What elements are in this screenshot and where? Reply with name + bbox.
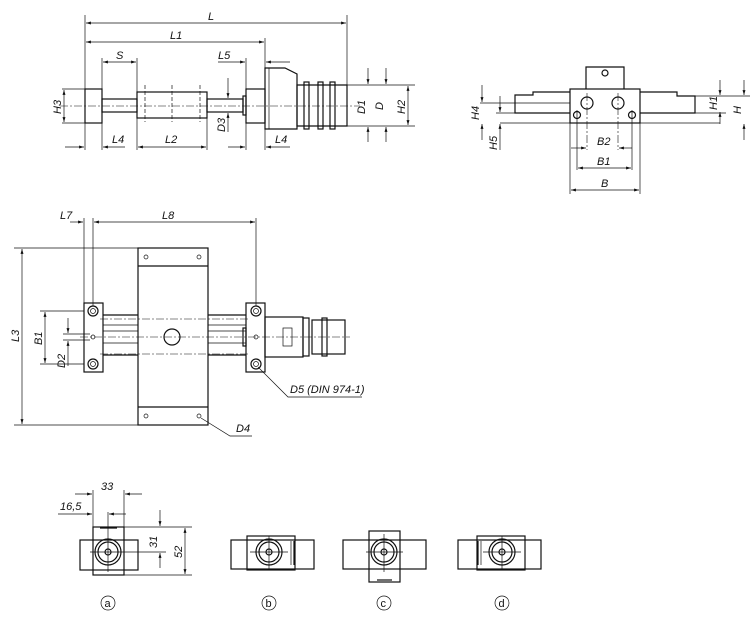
side-view: L L1 S L5 H3 D3 L4 L2 L4 D1 D H2 (52, 11, 415, 150)
dim-52: 52 (173, 546, 185, 558)
top-view: L7 L8 L3 B1 D2 D5 (DIN 974-1) D4 (10, 210, 365, 437)
variant-label-d: d (499, 598, 505, 610)
dim-D3: D3 (216, 117, 228, 132)
dim-D2: D2 (56, 354, 68, 368)
variant-label-a: a (105, 598, 112, 610)
dim-L5: L5 (218, 50, 231, 62)
dim-S: S (116, 50, 124, 62)
dim-B1-top: B1 (33, 332, 45, 345)
dim-33: 33 (101, 481, 114, 493)
dim-D5: D5 (DIN 974-1) (290, 384, 365, 396)
dim-B: B (601, 178, 608, 190)
dim-31: 31 (148, 536, 160, 548)
dim-16-5: 16,5 (60, 501, 82, 513)
dim-H5: H5 (488, 135, 500, 150)
dim-L: L (208, 11, 214, 23)
dim-H3: H3 (52, 99, 64, 114)
dim-L3: L3 (10, 329, 22, 342)
dim-H2: H2 (396, 100, 408, 114)
dim-H1: H1 (708, 96, 720, 110)
dim-L1: L1 (170, 30, 182, 42)
dim-L7: L7 (60, 210, 73, 222)
dim-L8: L8 (162, 210, 175, 222)
dim-H4: H4 (470, 106, 482, 120)
variant-label-b: b (266, 598, 272, 610)
variant-label-c: c (381, 598, 387, 610)
dim-D1: D1 (356, 100, 368, 114)
dim-B1-end: B1 (597, 156, 610, 168)
end-view: B2 B1 B H4 H5 H1 H (470, 66, 750, 194)
dim-H: H (732, 106, 744, 114)
dim-L4-right: L4 (275, 134, 287, 146)
variant-c: c (342, 530, 427, 611)
variant-b: b (230, 535, 315, 611)
dim-B2: B2 (597, 136, 610, 148)
variant-a: 33 16,5 31 52 a (58, 481, 192, 611)
dim-D4: D4 (236, 423, 250, 435)
dim-L4-left: L4 (112, 134, 124, 146)
dim-L2: L2 (165, 134, 177, 146)
variant-d: d (457, 535, 542, 611)
dim-D: D (374, 102, 386, 110)
